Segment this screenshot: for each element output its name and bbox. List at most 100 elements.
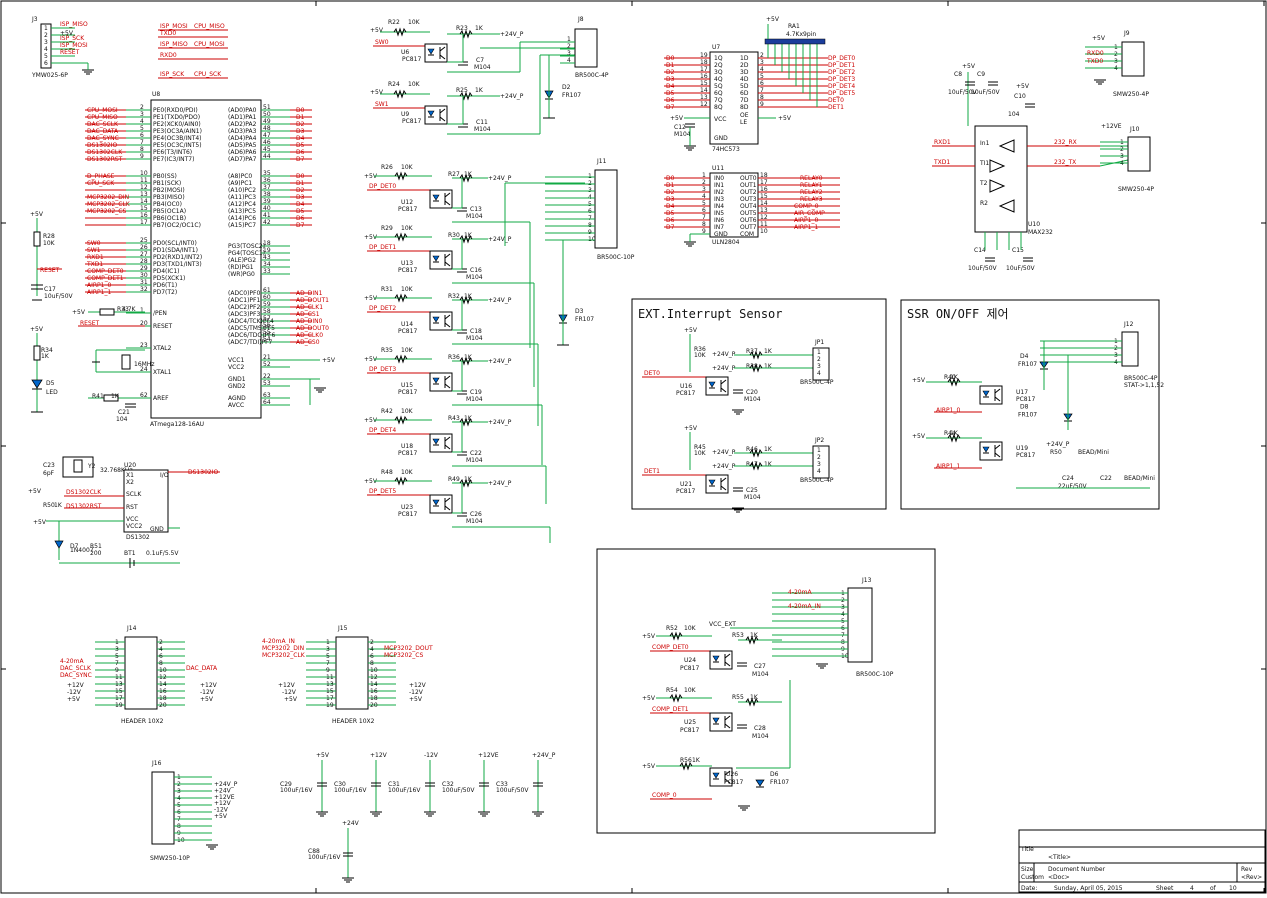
j9-net: TXD0 bbox=[1086, 58, 1103, 65]
pin: 9 bbox=[115, 667, 119, 674]
j15-net: MCP3202_CLK bbox=[262, 652, 306, 659]
mcu-pin-num: 49 bbox=[263, 118, 271, 125]
j16-net: +24V_P bbox=[214, 781, 238, 788]
rail-label: +24V_P bbox=[488, 358, 512, 365]
rail-label: +24V_P bbox=[712, 449, 736, 456]
u10-pin: T2 bbox=[979, 180, 988, 187]
r-ref: R40 bbox=[944, 374, 956, 381]
mcu-pin-name: (A15)PC7 bbox=[228, 222, 256, 229]
u7-out-net: DP_DET5 bbox=[828, 90, 855, 97]
r34-val: 1K bbox=[41, 353, 50, 360]
sw-net: SW0 bbox=[375, 39, 389, 46]
pin-num: 15 bbox=[700, 80, 708, 87]
ssr-net: AIRP1_0 bbox=[936, 407, 960, 414]
pin-num: 5 bbox=[760, 73, 764, 80]
rb-ref: R23 bbox=[456, 25, 468, 32]
pin: 8 bbox=[159, 660, 163, 667]
c21-ref: C21 bbox=[118, 409, 130, 416]
jp-ref: JP1 bbox=[814, 339, 824, 346]
u20-pin: RST bbox=[126, 504, 138, 511]
mcu-pin-num: 57 bbox=[263, 315, 271, 322]
pin: 4 bbox=[159, 646, 163, 653]
mcu-pin-name: (A14)PC6 bbox=[228, 215, 256, 222]
r-val: 1K bbox=[950, 430, 959, 437]
y2-val: 32.768KHz bbox=[100, 467, 133, 474]
mcu-pin-name: (ADC7/TDI)PF7 bbox=[228, 339, 273, 346]
mcu-pin-name: (ADC0)PF0 bbox=[228, 290, 260, 297]
j3-pin: 6 bbox=[44, 60, 48, 67]
title-block: Title <Title> Size Custom Document Numbe… bbox=[1018, 829, 1266, 893]
mcu-pin-num: 15 bbox=[140, 205, 148, 212]
of-label: of bbox=[1210, 885, 1217, 892]
q-pin: 1Q bbox=[714, 55, 723, 62]
mcu-pin-num: 61 bbox=[263, 287, 271, 294]
u-part: PC817 bbox=[402, 56, 421, 63]
rb-val: 1K bbox=[750, 694, 759, 701]
r33-ref: R33 bbox=[117, 306, 129, 313]
jp-pin: 1 bbox=[817, 349, 821, 356]
rb-ref: R55 bbox=[732, 694, 744, 701]
pin-num: 5 bbox=[702, 200, 706, 207]
rb-val: 1K bbox=[464, 476, 473, 483]
mcu-pin-num: 12 bbox=[140, 184, 148, 191]
u11-out-net: RELAY3 bbox=[800, 196, 823, 203]
cap-val: 10uF/50V bbox=[1006, 265, 1036, 272]
u-ref: U18 bbox=[401, 443, 413, 450]
d3-part: FR107 bbox=[575, 316, 594, 323]
r-val: 10K bbox=[401, 469, 414, 476]
mcu-pin-num: 3 bbox=[140, 111, 144, 118]
pin: 14 bbox=[370, 681, 378, 688]
dp-net: DP_DET5 bbox=[369, 488, 396, 495]
pin: 19 bbox=[115, 702, 123, 709]
r50-val: 1K bbox=[54, 502, 63, 509]
u11-out: OUT6 bbox=[740, 217, 757, 224]
mcu-pin-name: (A10)PC2 bbox=[228, 187, 256, 194]
mcu-pin-name: XTAL1 bbox=[153, 369, 172, 376]
q-pin: 5Q bbox=[714, 83, 723, 90]
cap-ref: C88 bbox=[308, 848, 320, 855]
mcu-pin-num: 20 bbox=[140, 320, 148, 327]
rb-val: 1K bbox=[464, 354, 473, 361]
rail-label: +5V bbox=[912, 377, 926, 384]
mcu-pin-name: (AD4)PA4 bbox=[228, 135, 257, 142]
q-pin: 3Q bbox=[714, 69, 723, 76]
d-pin: 7D bbox=[740, 97, 749, 104]
u-part: PC817 bbox=[1016, 452, 1035, 459]
jp-ref: JP2 bbox=[814, 437, 824, 444]
dp-net: DP_DET3 bbox=[369, 366, 396, 373]
mcu-pin-num: 62 bbox=[140, 392, 148, 399]
mcu-pin-name: PB7(OC2/OC1C) bbox=[153, 222, 201, 229]
rail-label: +24V_P bbox=[712, 351, 736, 358]
r-val: 10K bbox=[401, 347, 414, 354]
u11-in: GND bbox=[714, 231, 728, 238]
docnum-value: <Doc> bbox=[1048, 874, 1070, 881]
dp-net: DP_DET2 bbox=[369, 305, 396, 312]
cap-val: 10uF/50V bbox=[948, 89, 978, 96]
j14-net: -12V bbox=[67, 689, 82, 696]
bead2: BEAD/Mini bbox=[1124, 475, 1155, 482]
mcu-pin-name: (AD0)PA0 bbox=[228, 107, 257, 114]
jp-pin: 3 bbox=[817, 461, 821, 468]
r41-val: 1K bbox=[111, 393, 120, 400]
j14-net: +12V bbox=[200, 682, 218, 689]
rail-label: +5V bbox=[370, 89, 384, 96]
hdr-j14-part: HEADER 10X2 bbox=[121, 718, 164, 725]
pin-num: 7 bbox=[702, 214, 706, 221]
rail-label: +5V bbox=[912, 433, 926, 440]
u10-pin: TI1 bbox=[979, 160, 989, 167]
c-ref: C13 bbox=[470, 206, 482, 213]
mcu-pin-num: 19 bbox=[263, 247, 271, 254]
j15-net: +12V bbox=[278, 682, 296, 689]
mcu-pin-num: 40 bbox=[263, 205, 271, 212]
j15-net: 4-20mA_IN bbox=[262, 638, 295, 645]
pin: 8 bbox=[370, 660, 374, 667]
j10-net: +12VE bbox=[1101, 123, 1122, 130]
rail-label: +5V bbox=[670, 115, 684, 122]
u11-in: IN7 bbox=[714, 224, 724, 231]
c-val: M104 bbox=[466, 335, 483, 342]
